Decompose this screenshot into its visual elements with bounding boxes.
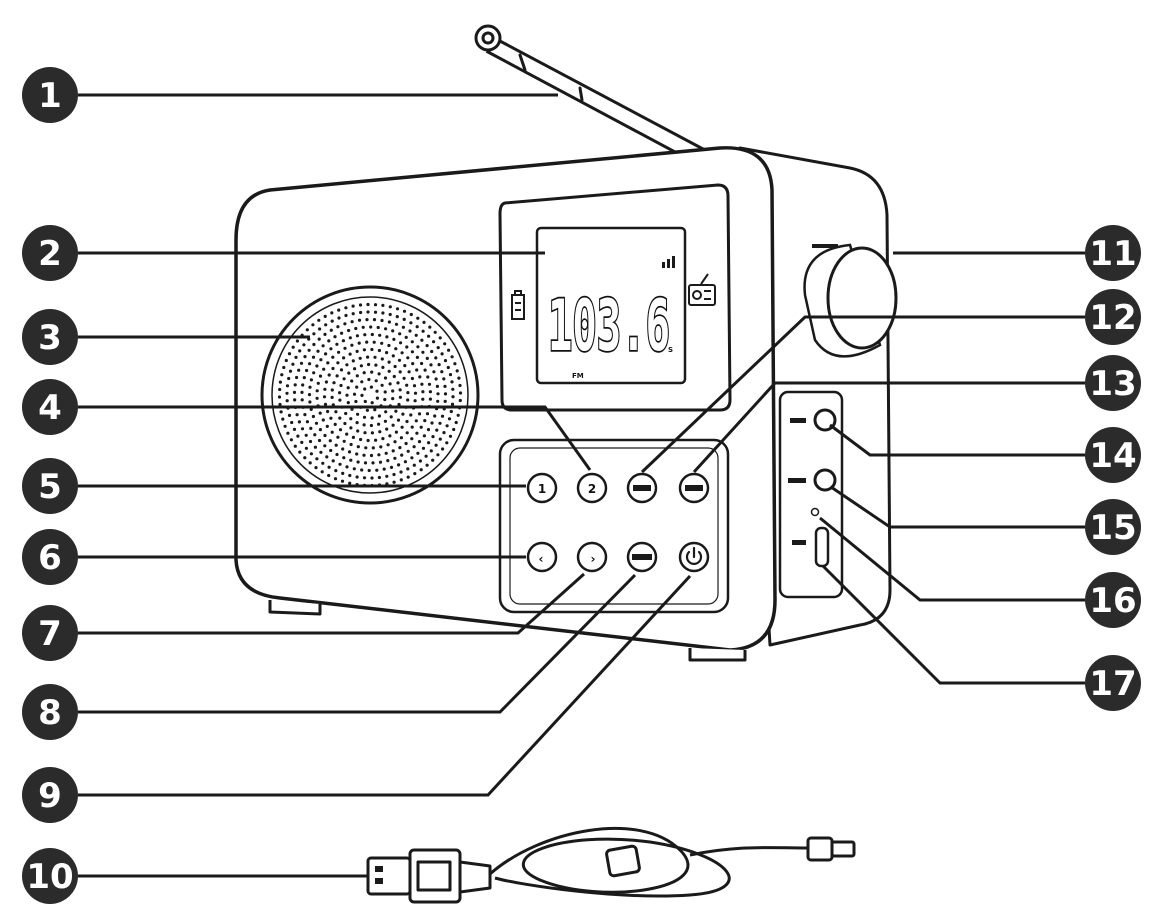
- stereo-indicator: S: [668, 346, 673, 354]
- callout-badge-7: [22, 605, 78, 661]
- callout-badge-1: [22, 67, 78, 123]
- tuning-knob-icon[interactable]: [803, 243, 898, 358]
- power-button[interactable]: [678, 541, 710, 573]
- callout-badge-5: [22, 458, 78, 514]
- callout-badge-8: [22, 684, 78, 740]
- next-button[interactable]: ›: [576, 541, 608, 573]
- callout-badge-15: [1085, 499, 1141, 555]
- callout-number-17: 17: [1089, 664, 1136, 704]
- callout-badge-14: [1085, 427, 1141, 483]
- previous-button[interactable]: ‹: [526, 541, 558, 573]
- callout-number-16: 16: [1089, 581, 1136, 621]
- charge-indicator-light: [810, 507, 820, 517]
- callout-number-7: 7: [38, 614, 62, 654]
- speaker-grille: [260, 285, 480, 505]
- signal-bars-icon: [662, 256, 675, 268]
- callout-number-4: 4: [38, 388, 62, 428]
- frequency-readout: 103.6: [548, 285, 670, 367]
- callout-number-2: 2: [38, 234, 62, 274]
- callout-badge-16: [1085, 572, 1141, 628]
- battery-icon: [511, 290, 525, 320]
- callout-number-11: 11: [1089, 234, 1136, 274]
- power-icon: [685, 546, 703, 565]
- callout-number-1: 1: [38, 76, 62, 116]
- mode-button[interactable]: [626, 472, 658, 504]
- previous-chevron-icon: ‹: [539, 552, 544, 566]
- preset-1-label: 1: [538, 482, 546, 496]
- callout-badge-3: [22, 309, 78, 365]
- next-chevron-icon: ›: [591, 552, 596, 566]
- callout-number-6: 6: [38, 538, 62, 578]
- callout-badge-17: [1085, 655, 1141, 711]
- antenna: [474, 24, 708, 162]
- lcd-display: 103.6 S FM: [498, 183, 732, 412]
- callout-number-14: 14: [1089, 436, 1136, 476]
- scan-button[interactable]: [626, 541, 658, 573]
- callout-number-10: 10: [26, 857, 73, 897]
- callout-number-12: 12: [1089, 298, 1136, 338]
- control-panel: [498, 438, 730, 614]
- preset-2-button[interactable]: 2: [576, 472, 608, 504]
- callout-badge-13: [1085, 355, 1141, 411]
- callout-badge-2: [22, 225, 78, 281]
- callout-number-13: 13: [1089, 364, 1136, 404]
- callout-lines: [78, 93, 1085, 878]
- usb-cable-icon: [366, 826, 856, 904]
- radio-alarm-icon: [688, 273, 716, 306]
- callout-badge-9: [22, 767, 78, 823]
- callout-number-3: 3: [38, 318, 62, 358]
- callout-number-5: 5: [38, 467, 62, 507]
- preset-1-button[interactable]: 1: [526, 472, 558, 504]
- function-button[interactable]: [678, 472, 710, 504]
- preset-2-label: 2: [588, 482, 596, 496]
- usb-charging-port[interactable]: [792, 526, 830, 568]
- headphone-jack[interactable]: [788, 468, 837, 492]
- callout-badge-6: [22, 529, 78, 585]
- callout-badge-12: [1085, 289, 1141, 345]
- callout-number-8: 8: [38, 693, 62, 733]
- callout-badge-4: [22, 379, 78, 435]
- callout-badge-10: [22, 848, 78, 904]
- callout-number-15: 15: [1089, 508, 1136, 548]
- callout-badge-11: [1085, 225, 1141, 281]
- callout-number-9: 9: [38, 776, 62, 816]
- band-indicator: FM: [572, 372, 584, 380]
